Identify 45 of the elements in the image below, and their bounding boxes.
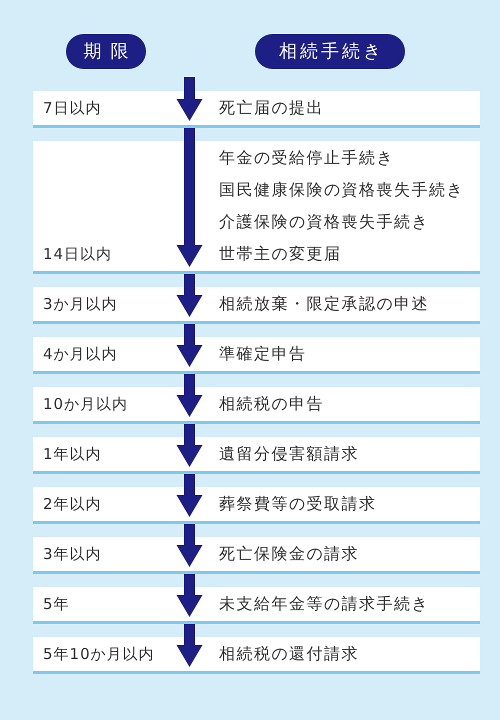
procedure-text: 未支給年金等の請求手続き bbox=[219, 594, 429, 614]
procedure-text: 葬祭費等の受取請求 bbox=[219, 494, 376, 514]
procedure-text: 国民健康保険の資格喪失手続き bbox=[219, 180, 464, 200]
column-header: 相続手続き bbox=[255, 34, 405, 69]
timeline-row bbox=[33, 141, 480, 274]
deadline-text: 4か月以内 bbox=[43, 344, 118, 364]
timeline-row bbox=[33, 337, 480, 374]
column-header: 期限 bbox=[66, 34, 146, 69]
timeline-row bbox=[33, 487, 480, 524]
arrow bbox=[176, 324, 202, 367]
deadline-text: 14日以内 bbox=[43, 244, 112, 264]
procedure-text: 死亡届の提出 bbox=[219, 98, 324, 118]
arrow bbox=[176, 474, 202, 517]
timeline-row bbox=[33, 637, 480, 674]
deadline-text: 3年以内 bbox=[43, 544, 102, 564]
deadline-text: 2年以内 bbox=[43, 494, 102, 514]
arrow bbox=[176, 128, 202, 267]
procedure-text: 死亡保険金の請求 bbox=[219, 544, 359, 564]
procedure-text: 世帯主の変更届 bbox=[219, 244, 342, 264]
deadline-text: 7日以内 bbox=[43, 98, 102, 118]
procedure-text: 介護保険の資格喪失手続き bbox=[219, 212, 429, 232]
arrow bbox=[176, 274, 202, 317]
deadline-text: 5年10か月以内 bbox=[43, 644, 155, 664]
procedure-text: 相続税の申告 bbox=[219, 394, 324, 414]
arrow bbox=[176, 524, 202, 567]
deadline-text: 10か月以内 bbox=[43, 394, 128, 414]
timeline-row bbox=[33, 587, 480, 624]
arrow bbox=[176, 574, 202, 617]
timeline-row bbox=[33, 537, 480, 574]
procedure-text: 年金の受給停止手続き bbox=[219, 148, 394, 168]
deadline-text: 1年以内 bbox=[43, 444, 102, 464]
arrow bbox=[176, 77, 202, 121]
deadline-text: 3か月以内 bbox=[43, 294, 118, 314]
procedure-text: 遺留分侵害額請求 bbox=[219, 444, 359, 464]
procedure-text: 相続放棄・限定承認の申述 bbox=[219, 294, 429, 314]
arrow bbox=[176, 374, 202, 417]
procedure-text: 相続税の還付請求 bbox=[219, 644, 359, 664]
deadline-text: 5年 bbox=[43, 594, 70, 614]
timeline-row bbox=[33, 387, 480, 424]
timeline-row bbox=[33, 91, 480, 128]
arrow bbox=[176, 424, 202, 467]
arrow bbox=[176, 624, 202, 667]
timeline-row bbox=[33, 287, 480, 324]
procedure-text: 準確定申告 bbox=[219, 344, 306, 364]
timeline-row bbox=[33, 437, 480, 474]
